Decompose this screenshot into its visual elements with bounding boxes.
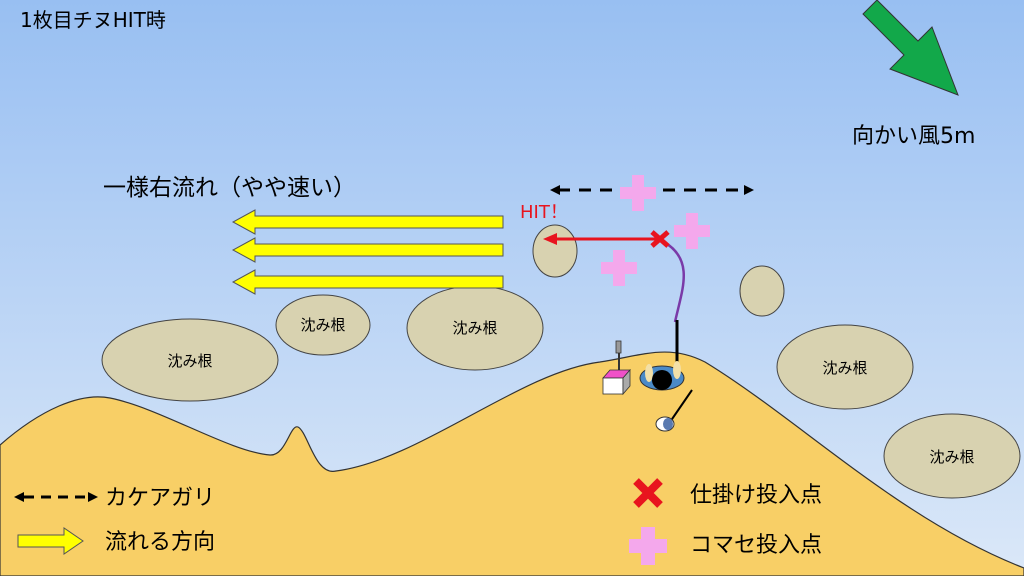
rock-label: 沈み根 [452,319,497,337]
angler [639,320,685,391]
rock [101,318,279,402]
chum-points [601,175,710,286]
legend-dropoff-label: カケアガリ [105,486,215,511]
angler-head [652,370,672,390]
legend-chum-label: コマセ投入点 [690,533,822,558]
hit-label: HIT！ [520,202,568,223]
rock-labels: 沈み根 沈み根 沈み根 沈み根 沈み根 [167,316,974,466]
rock-label: 沈み根 [167,352,212,370]
page-title: 1枚目チヌHIT時 [20,8,166,32]
fishing-line [663,240,685,323]
rock [776,324,914,410]
rock-label: 沈み根 [929,448,974,466]
flow-arrow [231,269,504,295]
chum-cross-icon [601,250,637,286]
rock [883,413,1021,499]
legend-rig-x-icon [633,478,663,508]
legend-rig-label: 仕掛け投入点 [690,483,822,508]
legend-flow-icon [17,527,84,555]
chum-cross-icon [674,213,710,249]
legend-dropoff-icon [14,492,98,502]
current-arrows [231,209,504,295]
legend-chum-cross-icon [629,527,667,565]
chum-cross-icon [620,175,656,211]
landing-net [655,389,693,432]
bait-bucket [602,340,631,396]
seabed-hill [0,351,1024,576]
legend-flow-label: 流れる方向 [105,530,215,555]
rock [532,224,578,278]
hit-arrow [543,233,660,245]
submerged-rocks [101,224,1021,499]
rock [275,294,371,356]
rock-label: 沈み根 [300,316,345,334]
legend: カケアガリ 流れる方向 仕掛け投入点 コマセ投入点 [14,478,822,565]
rig-point-x-icon [650,230,670,248]
current-label: 一様右流れ（やや速い） [103,175,356,201]
flow-arrow [231,209,504,235]
wind-label: 向かい風5m [852,124,975,149]
rock-label: 沈み根 [822,359,867,377]
flow-arrow [231,237,504,263]
rock [739,265,785,317]
wind-arrow-icon [862,0,959,96]
